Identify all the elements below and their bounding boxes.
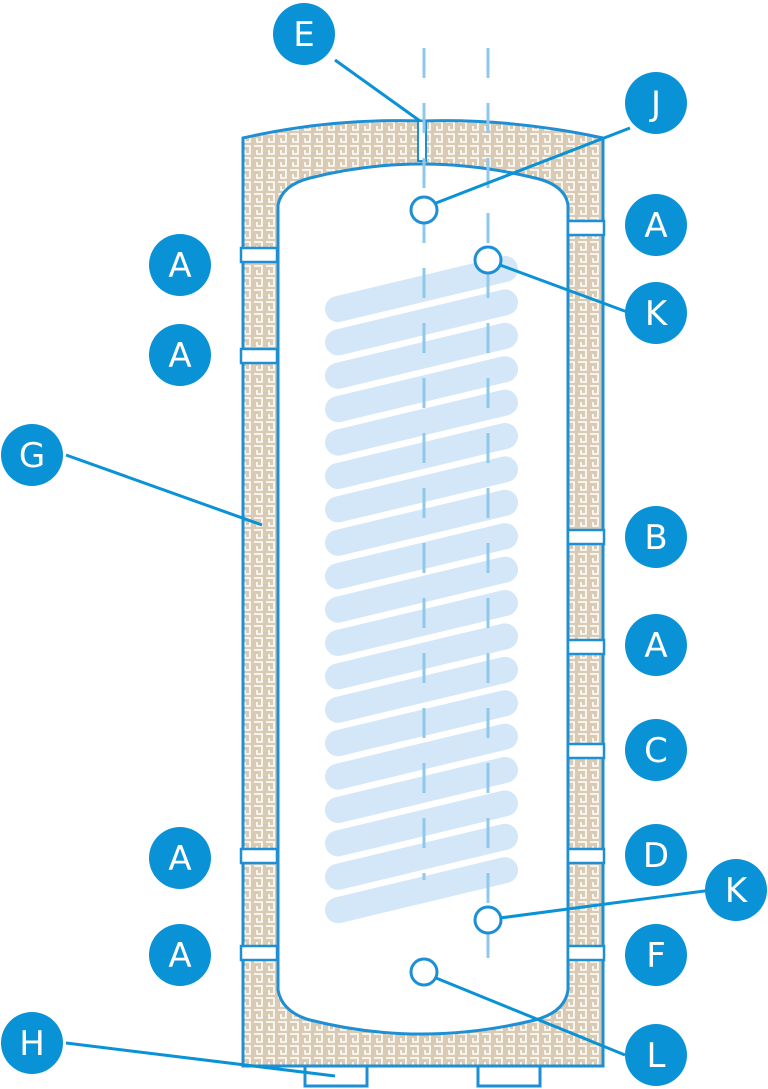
callout-label: G: [19, 436, 45, 476]
coil-loop: [325, 590, 518, 656]
callout-badge-b: B: [625, 506, 687, 568]
coil-port-bottom: [473, 905, 503, 935]
callout-label: H: [19, 1024, 45, 1064]
sensor-port-l: [409, 957, 439, 987]
callout-badge-e-top: E: [273, 3, 335, 65]
callout-label: K: [725, 871, 749, 911]
coil-loop: [325, 389, 518, 456]
coil-loop: [325, 757, 518, 823]
callout-label: A: [168, 246, 191, 286]
callout-label: D: [643, 836, 669, 876]
callout-label: J: [649, 84, 661, 124]
coil-loop: [325, 289, 518, 356]
callout-badge-a-left-3: A: [149, 827, 211, 889]
coil-loop: [325, 823, 518, 890]
callout-badge-c: C: [625, 719, 687, 781]
callout-badge-a-right-2: A: [625, 614, 687, 676]
coil-loop: [325, 556, 518, 623]
foot-left: [303, 1064, 369, 1088]
coil-loop: [325, 356, 518, 423]
coil-loop: [325, 489, 518, 556]
coil-loop: [325, 790, 518, 857]
callout-badge-a-left-4: A: [149, 924, 211, 986]
callout-label: B: [644, 518, 667, 558]
coil-loop: [325, 256, 518, 322]
callout-label: C: [644, 731, 668, 771]
callout-label: A: [644, 206, 667, 246]
sensor-port-j: [409, 195, 439, 225]
coil-loop: [325, 723, 518, 790]
callout-label: A: [644, 626, 667, 666]
callout-badge-j: J: [625, 72, 687, 134]
callout-badge-k-bottom: K: [705, 859, 767, 921]
coil-loop: [325, 523, 518, 590]
coil-loop: [325, 690, 518, 757]
callout-label: E: [293, 15, 314, 55]
coil-port-top: [473, 245, 503, 275]
callout-badge-k-top: K: [625, 282, 687, 344]
callout-badge-a-left-1: A: [149, 234, 211, 296]
ports-left: [239, 246, 279, 962]
callout-label: F: [646, 936, 666, 976]
callout-badge-h: H: [1, 1012, 63, 1074]
callout-badge-g: G: [1, 424, 63, 486]
top-connection: [417, 120, 427, 162]
callout-badge-a-right-1: A: [625, 194, 687, 256]
leader-lines: [65, 58, 713, 1078]
callout-label: K: [645, 294, 669, 334]
coil-loop: [325, 423, 518, 489]
callout-badge-f: F: [625, 924, 687, 986]
coil-loop: [325, 322, 518, 389]
callout-label: L: [647, 1036, 666, 1076]
callout-label: A: [168, 839, 191, 879]
ports-right: [566, 219, 606, 962]
coil-loop: [325, 656, 518, 723]
coil-loop: [325, 857, 518, 924]
coil-loop: [325, 623, 518, 690]
heat-exchanger-coil: [325, 256, 518, 924]
callout-badge-d: D: [625, 824, 687, 886]
callout-badge-l: L: [625, 1024, 687, 1086]
callout-label: A: [168, 936, 191, 976]
foot-right: [476, 1064, 542, 1088]
callout-badge-a-left-2: A: [149, 324, 211, 386]
callout-label: A: [168, 336, 191, 376]
coil-loop: [325, 456, 518, 523]
